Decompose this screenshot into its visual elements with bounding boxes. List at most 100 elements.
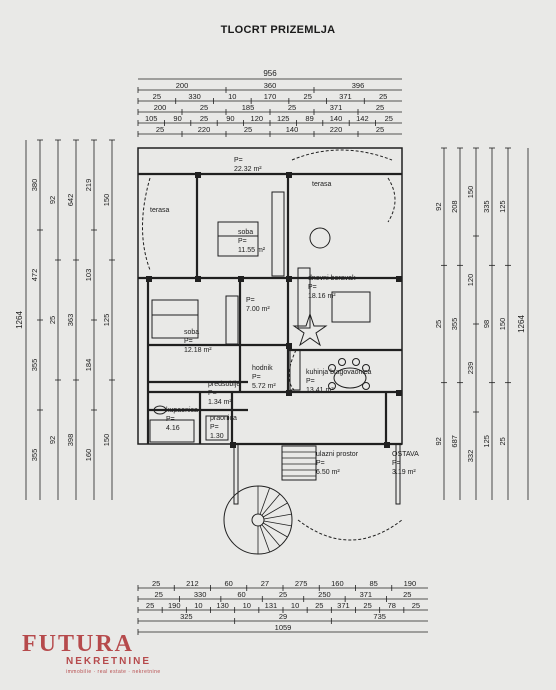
spiral-step-3 bbox=[262, 502, 288, 518]
dim-left-1-0: 92 bbox=[48, 196, 57, 204]
room-area-6-line-0: P= bbox=[246, 297, 255, 304]
dim-bottom-2-7: 25 bbox=[315, 601, 323, 610]
room-name-7: hodnik bbox=[252, 365, 273, 372]
dim-top-3-2: 25 bbox=[200, 114, 208, 123]
dim-bottom-0-0: 25 bbox=[152, 579, 160, 588]
dim-top-2-4: 371 bbox=[330, 103, 343, 112]
dim-right-1-2: 687 bbox=[450, 435, 459, 448]
room-area-0-line-0: P= bbox=[234, 157, 243, 164]
room-area-3-line-0: P= bbox=[238, 238, 247, 245]
room-area-8-line-1: 13.41 m² bbox=[306, 387, 334, 394]
dining-chair-4 bbox=[328, 382, 336, 390]
room-area-10-line-0: P= bbox=[166, 416, 175, 423]
dim-right-total: 1264 bbox=[517, 315, 526, 333]
toilet bbox=[153, 405, 167, 415]
dim-left-1-1: 25 bbox=[48, 316, 57, 324]
wall-pillar-1 bbox=[286, 172, 292, 178]
dim-top-1-4: 25 bbox=[304, 92, 312, 101]
dim-bottom-4-0: 1059 bbox=[275, 623, 292, 632]
terrace-arc-right bbox=[387, 177, 396, 223]
dim-left-3-3: 160 bbox=[84, 449, 93, 462]
dim-bottom-2-2: 10 bbox=[194, 601, 202, 610]
dim-right-1-0: 208 bbox=[450, 200, 459, 213]
room-area-6-line-1: 7.00 m² bbox=[246, 306, 270, 313]
dim-top-4-1: 220 bbox=[198, 125, 211, 134]
dim-bottom-2-11: 25 bbox=[412, 601, 420, 610]
dim-top-4-0: 25 bbox=[156, 125, 164, 134]
dim-bottom-1-0: 25 bbox=[155, 590, 163, 599]
dim-top-1-2: 10 bbox=[228, 92, 236, 101]
dim-left-0-3: 355 bbox=[30, 449, 39, 462]
wall-pillar-5 bbox=[238, 276, 244, 282]
dim-bottom-2-1: 190 bbox=[168, 601, 181, 610]
dim-top-3-0: 105 bbox=[145, 114, 158, 123]
room-name-4: dnevni boravak bbox=[308, 275, 356, 282]
dining-chair-5 bbox=[362, 382, 370, 390]
room-area-9-line-0: P= bbox=[208, 390, 217, 397]
room-area-3-line-1: 11.55 m² bbox=[238, 247, 266, 254]
room-area-11-line-1: 1.30 bbox=[210, 433, 224, 440]
dim-top-3-9: 25 bbox=[385, 114, 393, 123]
wall-pillar-7 bbox=[286, 390, 292, 396]
room-area-12-line-1: 6.50 m² bbox=[316, 469, 340, 476]
dim-top-3-5: 125 bbox=[277, 114, 290, 123]
dim-right-3-1: 98 bbox=[482, 320, 491, 328]
wall-pillar-8 bbox=[396, 276, 402, 282]
dim-left-total: 1264 bbox=[15, 311, 24, 329]
dim-top-4-3: 140 bbox=[286, 125, 299, 134]
wall-pillar-0 bbox=[195, 172, 201, 178]
spiral-step-6 bbox=[262, 522, 288, 538]
dim-top-2-3: 25 bbox=[288, 103, 296, 112]
dim-bottom-1-1: 330 bbox=[194, 590, 207, 599]
terrace-arc-top bbox=[291, 149, 393, 161]
dim-bottom-2-3: 130 bbox=[216, 601, 229, 610]
dim-top-3-8: 142 bbox=[356, 114, 369, 123]
logo-tagline: immobilie · real estate · nekretnine bbox=[66, 669, 161, 675]
room-area-4-line-1: 18.16 m² bbox=[308, 293, 336, 300]
dim-bottom-0-3: 27 bbox=[261, 579, 269, 588]
living-table bbox=[309, 227, 331, 249]
dim-bottom-3-2: 735 bbox=[373, 612, 386, 621]
dim-bottom-1-5: 371 bbox=[360, 590, 373, 599]
dim-right-4-0: 125 bbox=[498, 200, 507, 213]
plant-icon bbox=[292, 312, 328, 347]
futura-logo: FUTURA NEKRETNINE immobilie · real estat… bbox=[22, 631, 172, 681]
room-name-13: OSTAVA bbox=[392, 451, 419, 458]
dim-bottom-1-6: 25 bbox=[403, 590, 411, 599]
dim-top-4-4: 220 bbox=[330, 125, 343, 134]
dim-top-1-5: 371 bbox=[339, 92, 352, 101]
dim-bottom-1-3: 25 bbox=[279, 590, 287, 599]
dim-left-2-1: 363 bbox=[66, 314, 75, 327]
room-name-11: praonica bbox=[210, 415, 237, 422]
dim-right-0-1: 25 bbox=[434, 320, 443, 328]
dim-top-1-6: 25 bbox=[379, 92, 387, 101]
dim-right-2-0: 150 bbox=[466, 186, 475, 199]
dim-bottom-2-10: 78 bbox=[388, 601, 396, 610]
sofa bbox=[297, 267, 311, 329]
dining-chair-2 bbox=[352, 358, 360, 366]
dim-top-3-3: 90 bbox=[226, 114, 234, 123]
dim-left-3-2: 184 bbox=[84, 359, 93, 372]
dim-left-2-0: 642 bbox=[66, 194, 75, 207]
bathtub bbox=[149, 419, 195, 443]
dim-top-2-2: 185 bbox=[242, 103, 255, 112]
room-area-7-line-0: P= bbox=[252, 374, 261, 381]
room-name-12: ulazni prostor bbox=[316, 451, 359, 458]
room-name-3: soba bbox=[238, 229, 253, 236]
dining-chair-1 bbox=[338, 358, 346, 366]
spiral-step-8 bbox=[259, 525, 271, 553]
room-area-4-line-0: P= bbox=[308, 284, 317, 291]
dim-bottom-0-7: 190 bbox=[404, 579, 417, 588]
dining-chair-3 bbox=[362, 364, 370, 372]
logo-subtitle: NEKRETNINE bbox=[66, 656, 152, 667]
page-title: TLOCRT PRIZEMLJA bbox=[220, 24, 336, 36]
dim-right-2-2: 239 bbox=[466, 362, 475, 375]
terrace-arc-left bbox=[142, 177, 151, 271]
porch-post-right bbox=[395, 443, 401, 505]
room-name-5: soba bbox=[184, 329, 199, 336]
bed-lower bbox=[151, 299, 199, 339]
dim-top-3-6: 89 bbox=[305, 114, 313, 123]
kitchen-counter bbox=[289, 349, 301, 391]
wall-pillar-11 bbox=[384, 442, 390, 448]
